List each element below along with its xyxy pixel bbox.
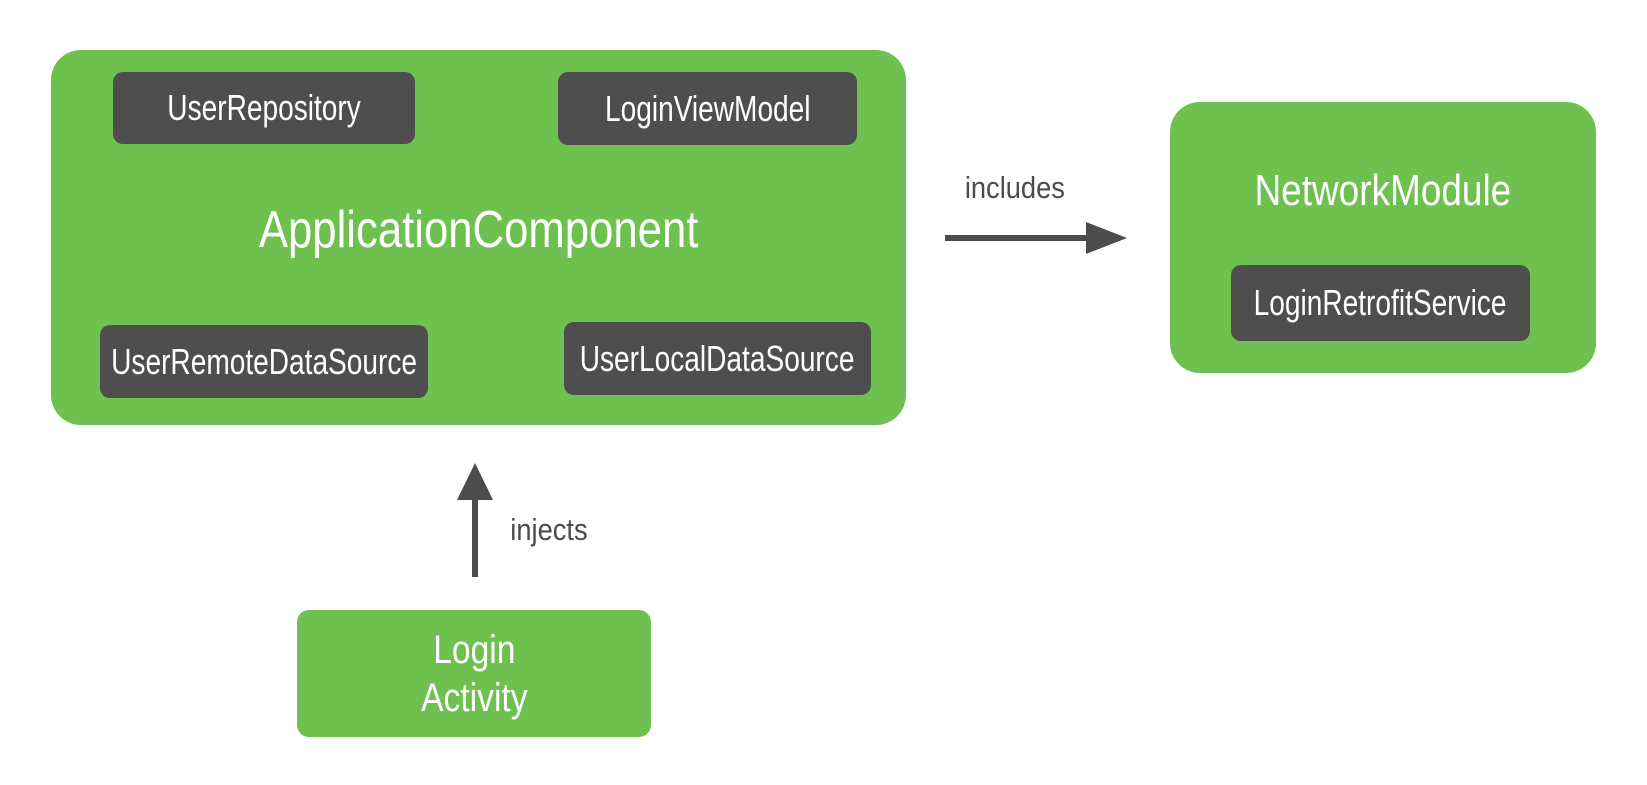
user-local-data-source-label: UserLocalDataSource <box>580 337 855 379</box>
network-module-title-text: NetworkModule <box>1254 166 1512 215</box>
network-module-node: NetworkModule LoginRetrofitService <box>1170 102 1596 373</box>
application-component-node: UserRepository LoginViewModel Applicatio… <box>51 50 906 425</box>
application-component-title-text: ApplicationComponent <box>258 201 699 259</box>
login-view-model-node: LoginViewModel <box>558 72 857 145</box>
login-activity-label-line2: Activity <box>420 675 528 720</box>
login-activity-label: Login Activity <box>421 626 527 722</box>
login-retrofit-service-label: LoginRetrofitService <box>1254 282 1507 323</box>
login-retrofit-service-node: LoginRetrofitService <box>1231 265 1530 341</box>
login-activity-node: Login Activity <box>297 610 651 737</box>
user-remote-data-source-label: UserRemoteDataSource <box>111 340 417 382</box>
injects-edge-label-text: injects <box>510 512 588 547</box>
application-component-title: ApplicationComponent <box>51 200 906 260</box>
injects-edge-label: injects <box>505 512 593 548</box>
login-activity-label-line1: Login <box>432 627 516 672</box>
includes-arrow-line <box>945 235 1086 241</box>
user-remote-data-source-node: UserRemoteDataSource <box>100 325 428 398</box>
injects-arrowhead-icon <box>457 463 493 500</box>
user-repository-label: UserRepository <box>167 87 361 128</box>
includes-edge-label: includes <box>930 170 1100 206</box>
includes-edge-label-text: includes <box>964 170 1066 205</box>
user-repository-node: UserRepository <box>113 72 415 144</box>
includes-arrowhead-icon <box>1086 222 1127 254</box>
injects-arrow-line <box>472 498 478 577</box>
network-module-title: NetworkModule <box>1170 165 1596 217</box>
user-local-data-source-node: UserLocalDataSource <box>564 322 871 395</box>
login-view-model-label: LoginViewModel <box>604 87 811 129</box>
